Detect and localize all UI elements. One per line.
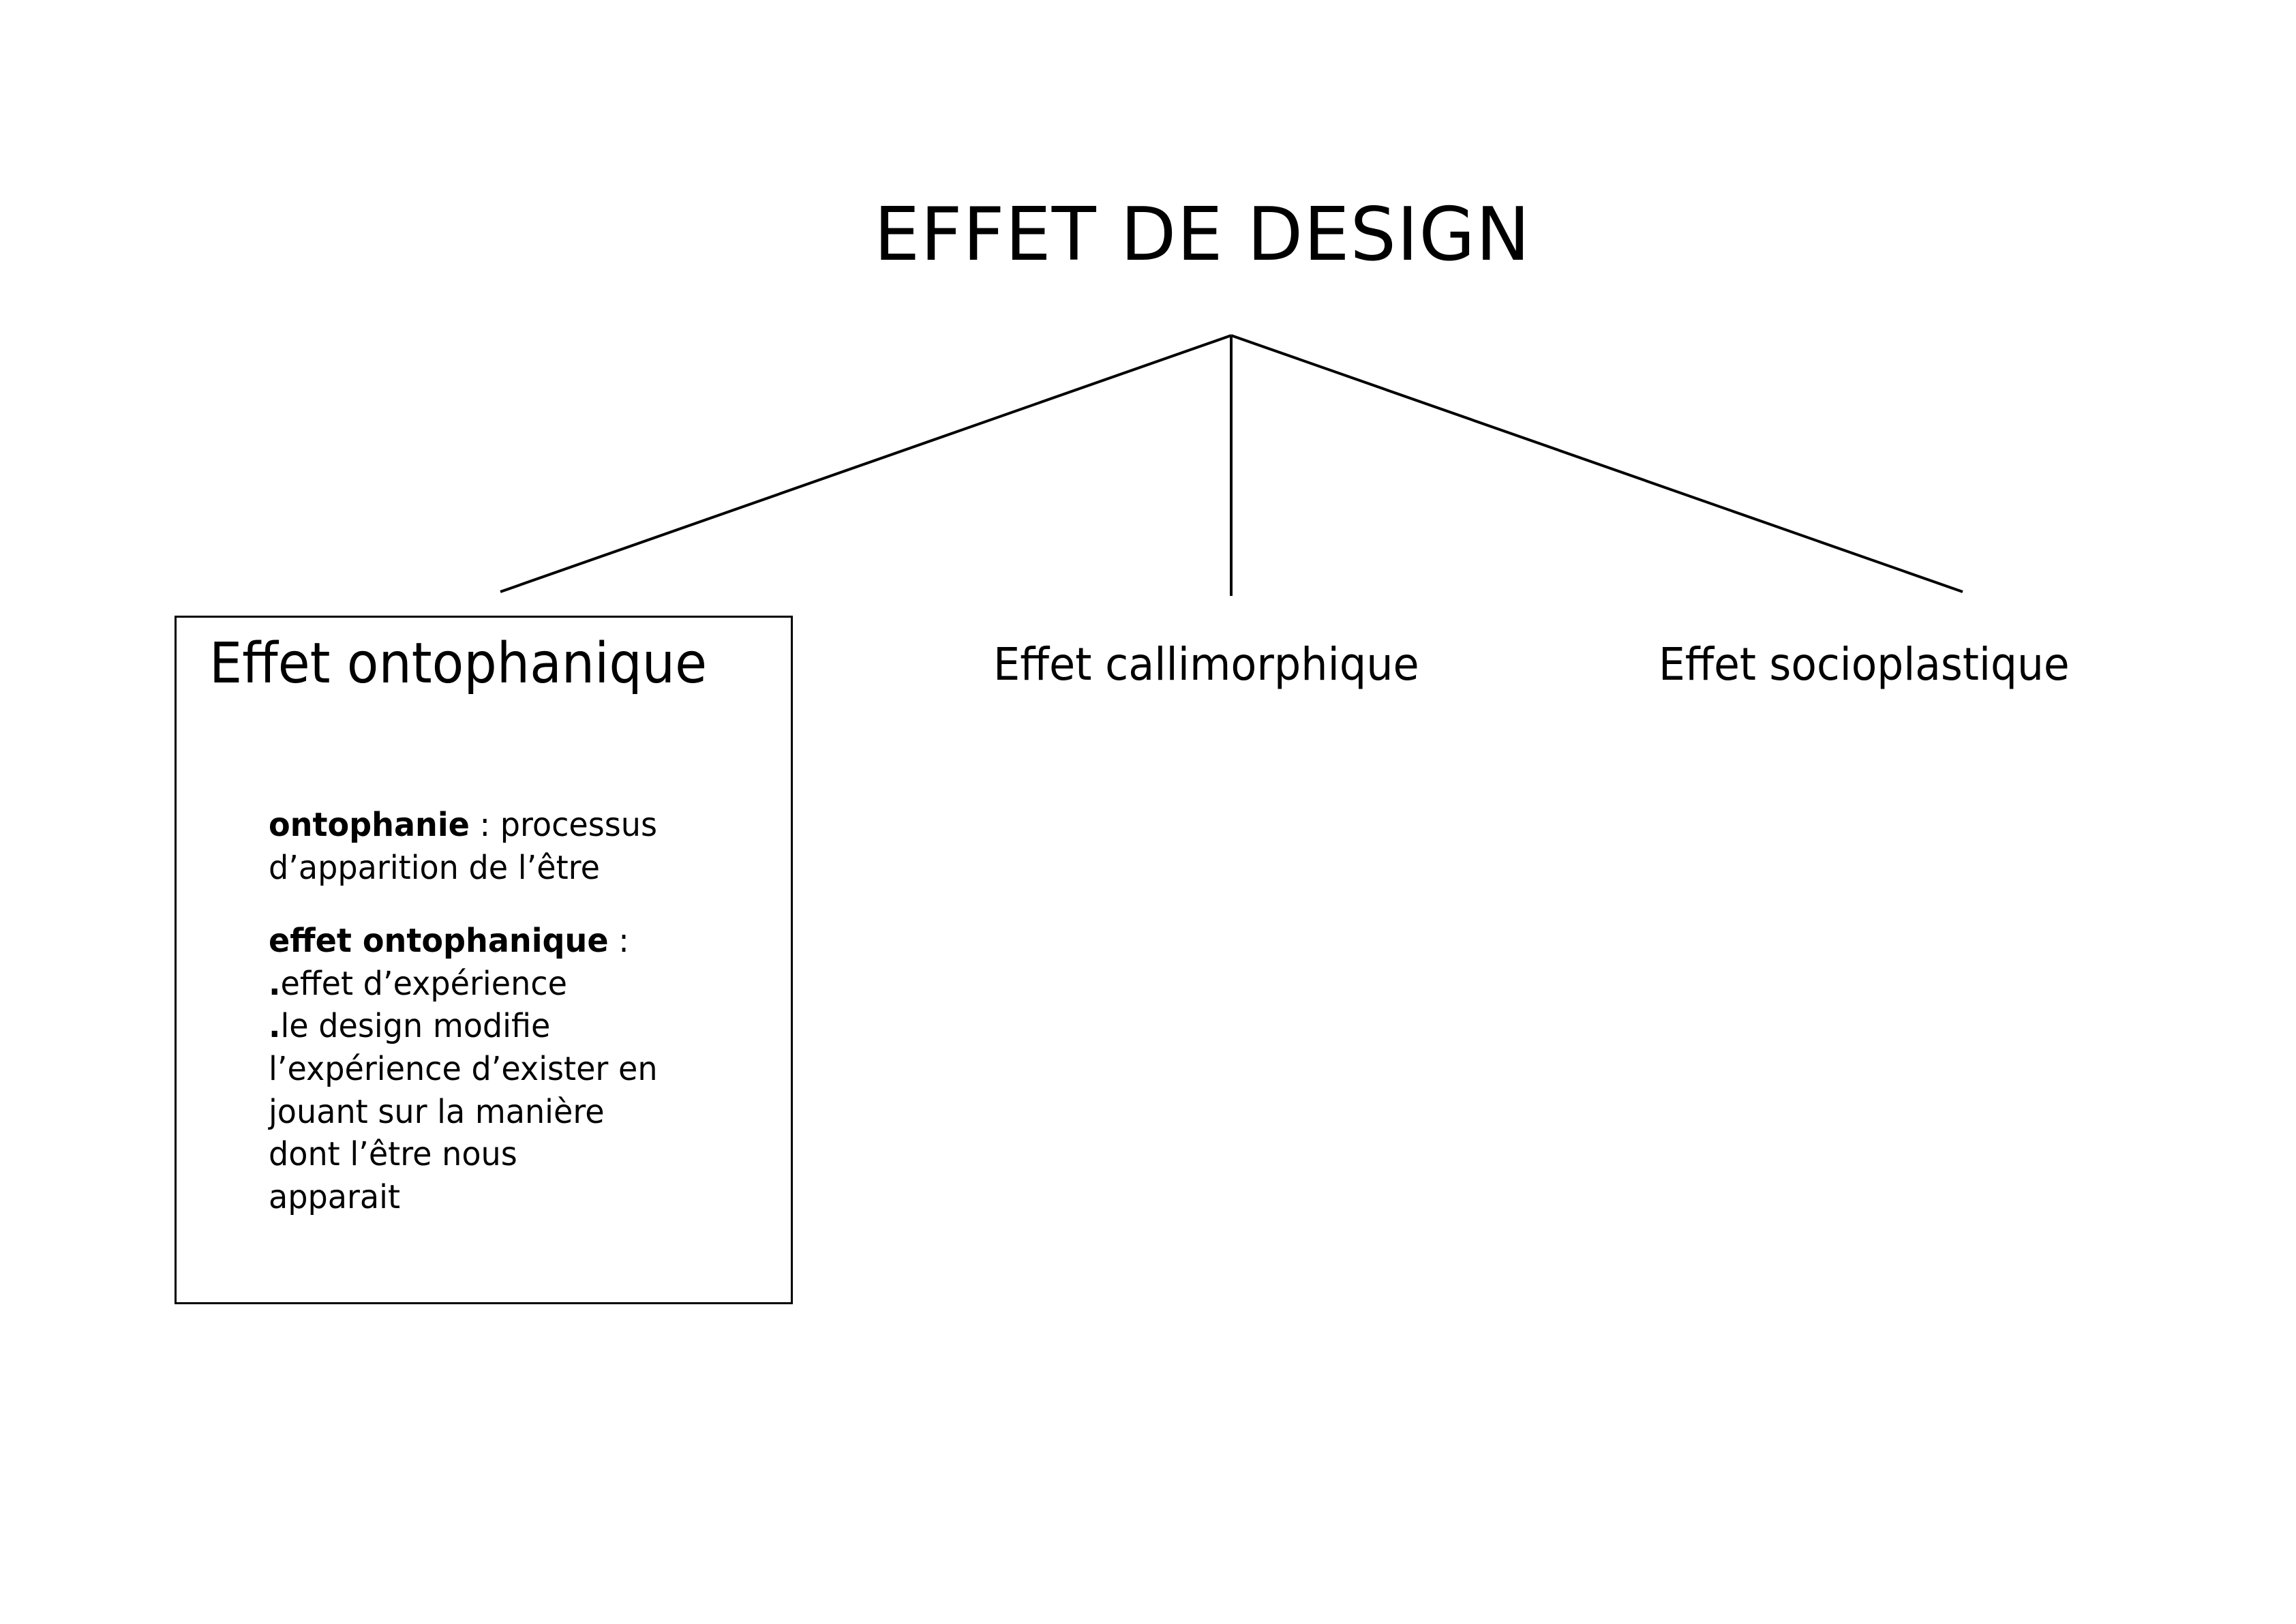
definition-text: processus [500,806,657,844]
definition-separator: : [608,922,629,961]
bullet-dot-icon: . [269,1007,281,1046]
bullet-continuation: dont l’être nous [269,1135,517,1174]
bullet-text: le design modifie [280,1007,551,1046]
bullet-continuation: jouant sur la manière [269,1092,605,1131]
connector-to-ontophanique [500,334,1232,593]
bullet-item: .le design modifie [269,1005,727,1048]
branch-label-ontophanique: Effet ontophanique [209,631,707,696]
connector-to-socioplastique [1230,334,1963,593]
bullet-continuation: l’expérience d’exister en [269,1049,658,1088]
definition-term: ontophanie [269,806,470,844]
bullet-text: effet d’expérience [280,964,567,1003]
diagram-title: EFFET DE DESIGN [874,192,1531,277]
definition-separator: : [469,806,500,844]
branch-label-callimorphique: Effet callimorphique [993,638,1419,691]
definition-line: ontophanie : processus [269,804,727,847]
bullet-continuation: apparait [269,1177,401,1216]
branch-box-ontophanique: Effet ontophanique ontophanie : processu… [175,616,793,1304]
definition-effet-ontophanique: effet ontophanique : .effet d’expérience… [269,920,746,1218]
definition-ontophanie: ontophanie : processus d’apparition de l… [269,804,746,889]
bullet-item: .effet d’expérience [269,963,727,1006]
branch-label-socioplastique: Effet socioplastique [1659,638,2070,691]
bullet-dot-icon: . [269,964,281,1003]
definition-line: effet ontophanique : [269,920,727,963]
definition-list: ontophanie : processus d’apparition de l… [269,804,746,1218]
definition-line: d’apparition de l’être [269,848,600,887]
definition-term: effet ontophanique [269,922,609,961]
